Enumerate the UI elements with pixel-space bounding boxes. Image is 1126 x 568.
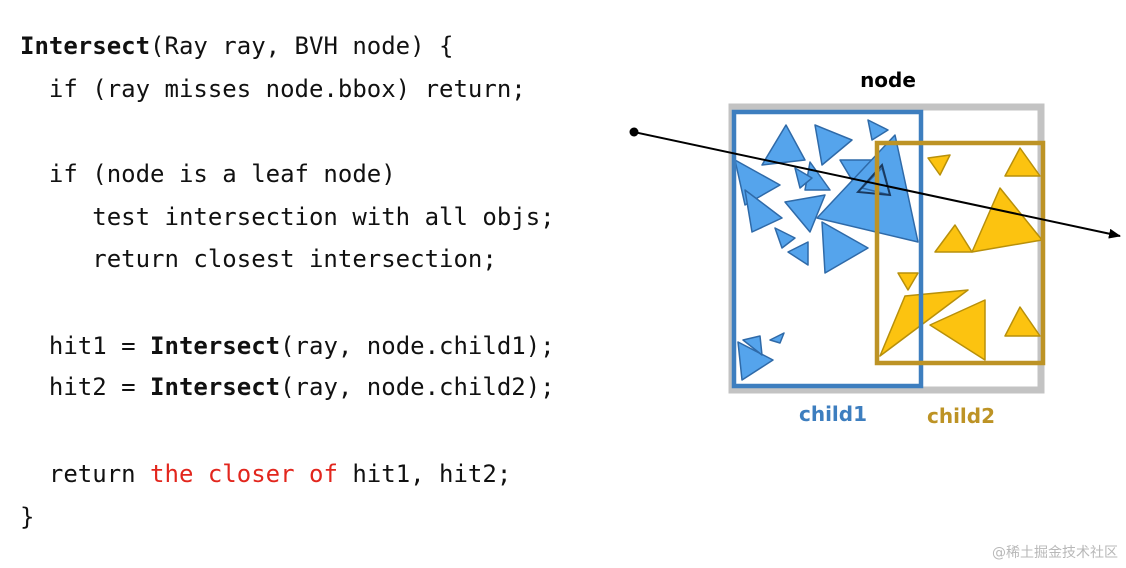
- watermark: @稀土掘金技术社区: [992, 545, 1118, 561]
- child2-label: child2: [927, 404, 995, 428]
- code-args: (ray, node.child2);: [280, 373, 555, 401]
- code-line-3: if (node is a leaf node): [20, 160, 396, 188]
- triangle: [769, 332, 785, 344]
- child1-bbox: [731, 109, 924, 389]
- code-line-9: }: [20, 503, 35, 531]
- code-signature: (Ray ray, BVH node) {: [150, 32, 454, 60]
- triangle: [934, 224, 973, 253]
- code-line-4: test intersection with all objs;: [20, 203, 555, 231]
- triangle-outline: [855, 162, 892, 197]
- code-function-name: Intersect: [150, 332, 281, 360]
- triangle: [1004, 147, 1041, 177]
- ray-arrow: [633, 131, 1121, 239]
- triangle: [867, 119, 889, 141]
- triangle: [879, 289, 969, 357]
- child2-bbox: [874, 140, 1046, 366]
- triangle: [897, 272, 919, 291]
- code-line-5: return closest intersection;: [20, 245, 497, 273]
- child2-objects: [879, 147, 1043, 361]
- triangle: [787, 241, 809, 266]
- code-return-values: hit1, hit2;: [337, 460, 512, 488]
- code-line-1: Intersect(Ray ray, BVH node) {: [20, 28, 453, 64]
- triangle: [734, 159, 781, 206]
- triangle: [929, 299, 986, 361]
- triangle: [744, 189, 783, 233]
- triangle: [784, 194, 826, 233]
- node-label: node: [860, 68, 916, 92]
- triangle: [761, 124, 806, 166]
- code-assign: hit1 =: [20, 332, 151, 360]
- code-line-2: if (ray misses node.bbox) return;: [20, 75, 526, 103]
- child1-label: child1: [799, 402, 867, 426]
- code-line-7: hit2 = Intersect(ray, node.child2);: [20, 369, 555, 405]
- triangle: [927, 154, 951, 176]
- triangle: [737, 341, 774, 381]
- code-function-name: Intersect: [20, 32, 151, 60]
- code-return: return: [20, 460, 151, 488]
- triangle: [971, 187, 1043, 253]
- triangle: [1004, 306, 1041, 337]
- triangle: [821, 221, 869, 274]
- code-highlight: the closer of: [150, 460, 338, 488]
- code-function-name: Intersect: [150, 373, 281, 401]
- triangle: [742, 335, 763, 356]
- child1-objects: [734, 119, 919, 381]
- code-line-8: return the closer of hit1, hit2;: [20, 456, 511, 492]
- code-args: (ray, node.child1);: [280, 332, 555, 360]
- code-assign: hit2 =: [20, 373, 151, 401]
- triangle: [814, 124, 853, 166]
- triangle: [774, 227, 796, 249]
- triangle: [794, 167, 813, 189]
- code-line-6: hit1 = Intersect(ray, node.child1);: [20, 328, 555, 364]
